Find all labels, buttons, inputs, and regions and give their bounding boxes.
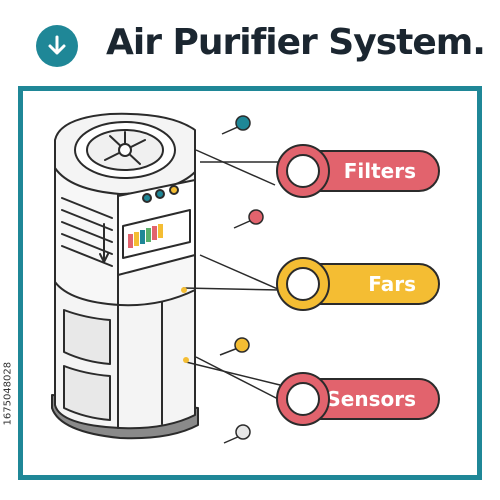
pin-yellow [234,337,250,353]
lower-grille-top [63,309,111,365]
leader-fans [199,254,281,291]
lower-grille-bottom [63,365,111,421]
label-sensors-text: Sensors [326,387,416,411]
page-title: Air Purifier System. [106,22,486,63]
side-vents [61,197,113,267]
label-filters-text: Filters [343,159,416,183]
pin-teal [235,115,251,131]
control-button-1 [142,193,152,203]
leader-fans-2 [182,287,281,291]
fan-icon [104,131,146,165]
label-fans: Fars [276,257,440,311]
control-button-2 [155,189,165,199]
label-filters: Filters [276,144,440,198]
ring-icon [276,257,330,311]
marker-dot-1 [181,287,187,293]
label-fans-text: Fars [368,272,416,296]
arrow-down-icon [36,25,78,67]
ring-icon [276,372,330,426]
leader-sensors-2 [185,361,281,386]
leader-sensors [195,356,281,401]
pin-gray [235,424,251,440]
label-sensors: Sensors [276,372,440,426]
pin-red [248,209,264,225]
control-button-3 [169,185,179,195]
marker-dot-2 [183,357,189,363]
header: Air Purifier System. [0,0,500,88]
side-code: 1675048028 [2,361,14,426]
ring-icon [276,144,330,198]
leader-filters [195,149,276,186]
